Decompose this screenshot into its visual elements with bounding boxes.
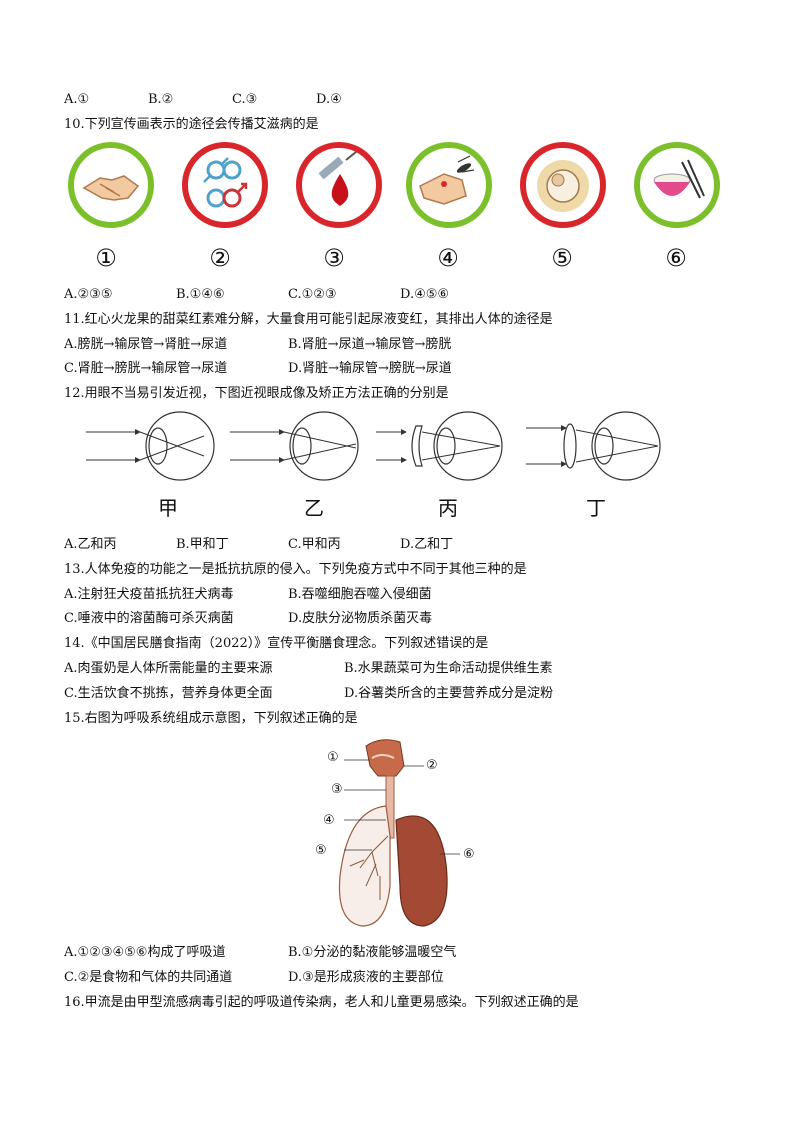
q9-option-a: A.① [64,92,90,107]
q10-number-4: ④ [437,244,459,272]
q11-question: 11.红心火龙果的甜菜红素难分解，大量食用可能引起尿液变红，其排出人体的途径是 [64,312,553,327]
resp-label-6: ⑥ [463,847,475,862]
eye-bing-diagram [376,411,503,481]
resp-label-5: ⑤ [315,843,327,858]
q12-option-b: B.甲和丁 [176,537,229,552]
q13-option-a: A.注射狂犬疫苗抵抗狂犬病毒 [64,587,234,602]
q10-question: 10.下列宣传画表示的途径会传播艾滋病的是 [64,117,319,132]
q9-option-b: B.② [148,92,174,107]
q9-option-d: D.④ [316,92,342,107]
q10-option-c: C.①②③ [288,287,337,302]
q10-number-5: ⑤ [551,244,573,272]
resp-label-3: ③ [331,782,343,797]
resp-label-4: ④ [323,813,335,828]
q10-number-6: ⑥ [665,244,687,272]
q12-question: 12.用眼不当易引发近视，下图近视眼成像及矫正方法正确的分别是 [64,386,449,401]
q12-option-c: C.甲和丙 [288,537,341,552]
q11-option-c: C.肾脏→膀胱→输尿管→尿道 [64,361,228,376]
q11-option-a: A.膀胱→输尿管→肾脏→尿道 [64,337,228,352]
eye-jia-diagram [86,411,215,481]
q15-option-a: A.①②③④⑤⑥构成了呼吸道 [64,945,226,960]
q12-option-d: D.乙和丁 [400,537,454,552]
q13-option-b: B.吞噬细胞吞噬入侵细菌 [288,587,432,602]
q14-option-b: B.水果蔬菜可为生命活动提供维生素 [344,661,553,676]
q13-option-d: D.皮肤分泌物质杀菌灭毒 [288,611,433,626]
eye-yi-diagram [230,411,359,481]
gender-symbols-icon [182,142,268,228]
eye-label-jia: 甲 [158,496,178,520]
eye-label-bing: 丙 [438,496,458,520]
q16-question: 16.甲流是由甲型流感病毒引起的呼吸道传染病，老人和儿童更易感染。下列叙述正确的… [64,995,579,1010]
q9-option-c: C.③ [232,92,258,107]
blood-syringe-icon [296,142,382,228]
fetus-icon [520,142,606,228]
q10-number-1: ① [95,244,117,272]
q13-option-c: C.唾液中的溶菌酶可杀灭病菌 [64,611,234,626]
eye-diagrams [86,411,661,481]
q14-option-d: D.谷薯类所含的主要营养成分是淀粉 [344,686,554,701]
q15-option-d: D.③是形成痰液的主要部位 [288,970,444,985]
q10-number-3: ③ [323,244,345,272]
q11-option-d: D.肾脏→输尿管→膀胱→尿道 [288,361,452,376]
eye-ding-diagram [526,411,661,481]
q14-option-c: C.生活饮食不挑拣，营养身体更全面 [64,686,273,701]
q15-option-b: B.①分泌的黏液能够温暖空气 [288,945,457,960]
shared-bowl-icon [634,142,720,228]
q15-question: 15.右图为呼吸系统组成示意图，下列叙述正确的是 [64,711,358,726]
q10-option-d: D.④⑤⑥ [400,287,450,302]
q13-question: 13.人体免疫的功能之一是抵抗抗原的侵入。下列免疫方式中不同于其他三种的是 [64,562,527,577]
q14-question: 14.《中国居民膳食指南（2022）》宣传平衡膳食理念。下列叙述错误的是 [64,636,489,651]
resp-label-2: ② [426,758,438,773]
q12-option-a: A.乙和丙 [64,537,117,552]
q14-option-a: A.肉蛋奶是人体所需能量的主要来源 [64,661,273,676]
respiratory-system-diagram [338,739,460,927]
mosquito-bite-icon [406,142,492,228]
eye-label-ding: 丁 [586,496,606,520]
eye-label-yi: 乙 [304,496,324,520]
q10-number-2: ② [209,244,231,272]
q10-option-a: A.②③⑤ [64,287,113,302]
q10-option-b: B.①④⑥ [176,287,225,302]
q11-option-b: B.肾脏→尿道→输尿管→膀胱 [288,337,452,352]
q15-option-c: C.②是食物和气体的共同通道 [64,970,233,985]
resp-label-1: ① [327,750,339,765]
handshake-icon [68,142,154,228]
